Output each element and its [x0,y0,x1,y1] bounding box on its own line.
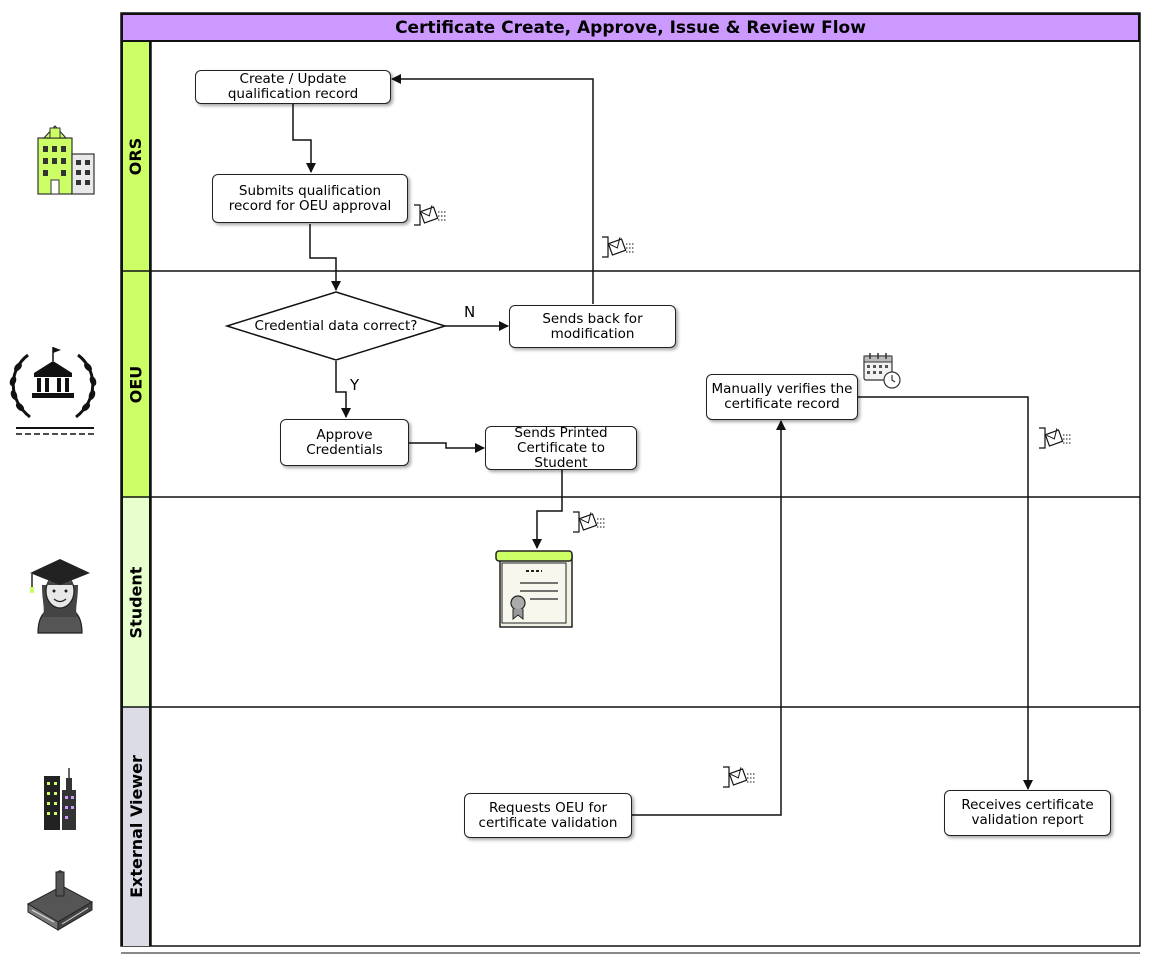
node-text-line: validation report [971,812,1084,828]
skyscraper-icon [44,768,76,830]
lane-bg-student [121,497,151,707]
edge-verify-to-receive [858,396,1033,790]
lane-title-external: External Viewer [126,755,146,898]
node-text-line: Sends back for [542,310,643,327]
envelope-transfer-icon [414,204,446,226]
envelope-transfer-icon [573,511,605,533]
lane-label-student: Student [121,497,151,707]
diagram-title: Certificate Create, Approve, Issue & Rev… [121,13,1140,42]
edge-create-to-submit [292,104,316,173]
factory-building-icon [26,870,94,931]
node-text-line: Sends Printed [514,424,608,441]
office-building-icon [37,125,95,195]
node-text-line: Requests OEU for [488,799,608,816]
node-text-line: Submits qualification [238,182,382,199]
university-laurel-icon [9,347,97,435]
lane-title-student: Student [126,566,146,638]
node-text-line: certificate record [724,396,840,412]
node-text-line: Manually verifies the [711,381,853,397]
edge-request-to-verify [632,420,786,816]
lane-bg-ors [121,42,151,271]
edge-label-no: N [464,303,476,321]
lane-title-oeu: OEU [126,365,146,403]
edge-decision-yes [335,361,351,418]
node-text-line: record for OEU approval [228,197,392,214]
node-text-line: modification [550,325,635,342]
node-text-line: qualification record [227,86,359,102]
edge-submit-to-decision [309,224,341,291]
node-text-line: Receives certificate [961,797,1094,813]
node-text-line: Credentials [306,441,383,458]
calendar-clock-icon [863,353,901,389]
graduate-student-icon [30,559,90,634]
certificate-icon [495,550,573,628]
node-text-line: Approve [316,426,373,443]
lane-bg-external [121,707,151,946]
edge-approve-to-print [409,442,485,453]
envelope-transfer-icon [1039,427,1071,449]
envelope-transfer-icon [602,236,634,258]
lane-label-oeu: OEU [121,271,151,497]
edge-print-to-student [532,470,563,549]
decision-diamond [224,291,448,361]
node-text-line: Certificate to Student [517,439,605,471]
envelope-transfer-icon [723,766,755,788]
edge-sendback-to-create [391,74,594,304]
node-text-line: Create / Update [239,71,347,87]
lane-label-ors: ORS [121,42,151,271]
edge-label-yes: Y [350,376,360,394]
lane-bg-oeu [121,271,151,497]
lane-label-external: External Viewer [121,707,151,946]
decision-label: Credential data correct? [254,318,418,334]
node-text-line: certificate validation [478,814,618,831]
lane-title-ors: ORS [126,137,146,176]
